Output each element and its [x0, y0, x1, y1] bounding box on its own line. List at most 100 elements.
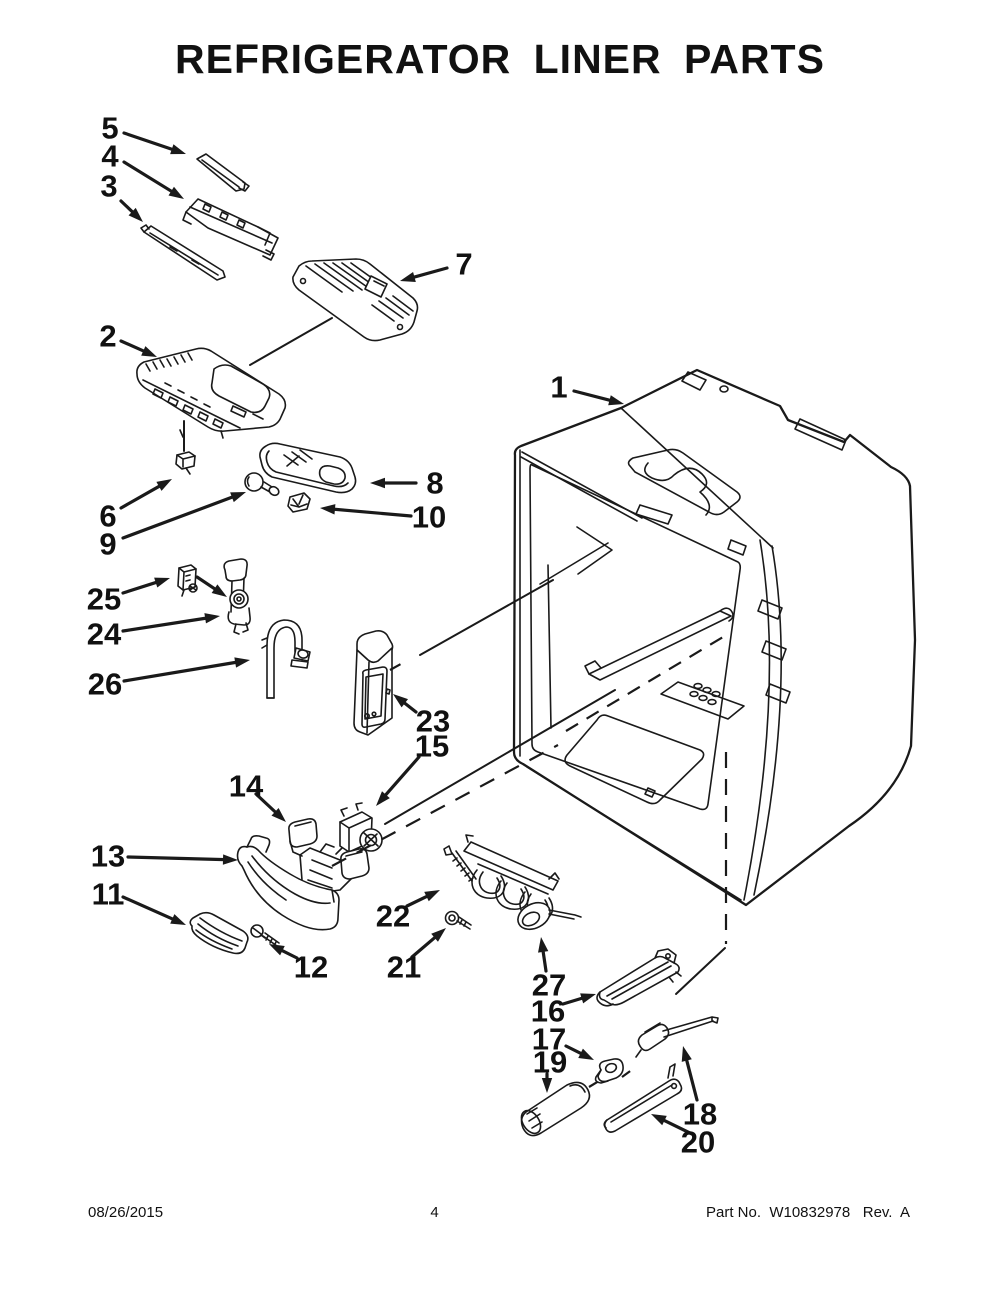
callout-arrow-14-head [271, 807, 286, 822]
dashed-line-2 [565, 636, 724, 732]
page-title: REFRIGERATOR LINER PARTS [175, 36, 825, 82]
page-footer: 08/26/2015 4 Part No. W10832978 Rev. A [0, 1204, 1000, 1221]
callout-22: 22 [376, 899, 410, 934]
part-figure-26 [261, 619, 311, 699]
callout-4: 4 [101, 139, 119, 174]
callout-arrow-27-head [538, 937, 549, 953]
leader-line-0 [249, 317, 333, 366]
callout-arrow-3-tail [119, 199, 136, 215]
callout-arrow-21-tail [410, 934, 438, 959]
callout-arrow-10-tail [331, 507, 413, 518]
callout-arrow-1-tail [572, 389, 614, 403]
callout-arrow-4-tail [122, 160, 175, 194]
callout-arrow-27-tail [541, 948, 548, 973]
callout-6: 6 [99, 499, 116, 534]
part-figure-27 [463, 834, 582, 931]
part-figure-cabinet-liner [512, 368, 917, 907]
callout-arrow-23-head [393, 694, 409, 708]
callout-1: 1 [550, 370, 567, 405]
callout-arrow-1-head [608, 395, 624, 406]
callout-14: 14 [229, 769, 264, 804]
part-figure-8 [259, 442, 357, 494]
part-figure-9 [244, 472, 280, 497]
callout-arrow-7-head [400, 271, 416, 283]
callout-arrow-23-tail [401, 700, 418, 714]
callout-arrow-5-tail [122, 131, 176, 152]
callout-24: 24 [87, 617, 122, 652]
callout-arrow-24-head [204, 613, 220, 624]
callout-arrow-12-tail [279, 948, 299, 960]
callout-arrow-11-head [170, 914, 186, 925]
callout-arrow-17-tail [564, 1044, 584, 1056]
part-figure-17 [594, 1058, 624, 1084]
callout-arrow-13-tail [126, 855, 227, 862]
callout-arrow-21-head [431, 928, 446, 942]
callout-arrow-13-head [222, 854, 238, 865]
callout-arrow-10-head [320, 504, 336, 515]
callout-18: 18 [683, 1097, 717, 1132]
callout-11: 11 [92, 877, 125, 912]
callout-arrow-2-head [141, 346, 157, 357]
callout-21: 21 [387, 950, 421, 985]
part-figure-2 [136, 347, 287, 439]
callout-arrow-17-head [578, 1048, 594, 1060]
assembly-arrow-0-tail [195, 575, 218, 592]
part-figure-12 [250, 924, 280, 947]
callout-arrow-22-tail [405, 894, 430, 908]
callout-arrow-12-head [269, 944, 285, 956]
part-figure-24 [223, 558, 251, 635]
callout-25: 25 [87, 582, 121, 617]
callout-arrow-2-tail [119, 339, 147, 354]
callout-arrow-26-tail [122, 660, 239, 683]
callout-arrow-22-head [424, 890, 440, 902]
part-figure-18 [635, 1016, 719, 1058]
callout-7: 7 [455, 247, 472, 282]
assembly-arrow-0-head [211, 584, 227, 597]
callout-arrow-20-tail [661, 1118, 694, 1136]
part-figure-6-clip [175, 451, 196, 475]
callout-arrow-20-head [651, 1114, 667, 1126]
callout-arrow-6-head [156, 479, 172, 491]
callout-arrow-25-head [154, 577, 170, 588]
callout-arrow-7-tail [410, 266, 449, 280]
callout-arrow-25-tail [121, 580, 160, 595]
callout-arrow-19-head [541, 1078, 553, 1093]
callout-arrow-26-head [234, 657, 250, 668]
part-figure-21 [444, 910, 472, 930]
footer-page-number: 4 [430, 1204, 439, 1221]
callout-annotations: 5432718106925242623151413111222212716171… [87, 111, 728, 1160]
callout-2: 2 [99, 319, 116, 354]
dashed-line-5 [621, 1068, 634, 1078]
part-figure-5 [196, 153, 250, 192]
callout-arrow-8-head [370, 477, 385, 489]
part-figure-4 [182, 198, 279, 261]
callout-arrow-4-head [168, 186, 184, 199]
callout-arrow-9-head [230, 492, 246, 503]
callout-arrow-24-tail [121, 616, 209, 633]
part-figure-7 [292, 258, 419, 342]
callout-10: 10 [412, 500, 446, 535]
part-figure-20 [603, 1063, 683, 1133]
footer-date: 08/26/2015 [88, 1204, 164, 1221]
leader-line-4 [675, 947, 726, 995]
leader-line-2 [384, 689, 616, 825]
callout-12: 12 [294, 950, 328, 985]
part-figure-22 [443, 845, 477, 882]
callout-arrow-5-head [170, 144, 186, 155]
callout-arrow-16-tail [561, 996, 586, 1006]
leader-line-3 [419, 579, 554, 656]
callout-20: 20 [681, 1125, 715, 1160]
callout-17: 17 [532, 1022, 566, 1057]
callout-arrow-6-tail [119, 483, 163, 510]
part-figure-25 [177, 564, 198, 597]
callout-3: 3 [100, 169, 117, 204]
callout-8: 8 [426, 466, 443, 501]
callout-16: 16 [531, 994, 565, 1029]
dashed-line-4 [588, 1080, 600, 1088]
part-figure-13 [236, 835, 340, 931]
callout-arrow-9-tail [121, 494, 236, 540]
callout-arrow-18-head [681, 1046, 692, 1062]
callout-5: 5 [101, 111, 118, 146]
